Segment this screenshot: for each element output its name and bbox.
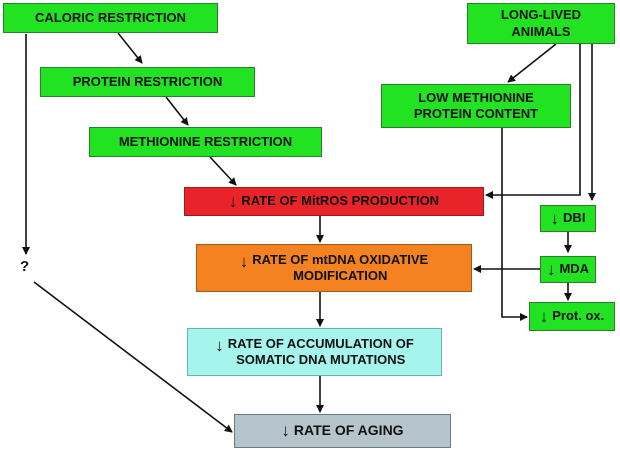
mitros-production-box: ↓ RATE OF MitROS PRODUCTION	[184, 187, 484, 216]
mtdna-label-line2: MODIFICATION	[293, 268, 388, 283]
arrow-longlived-to-lowmet	[507, 43, 557, 83]
mda-box: ↓ MDA	[540, 256, 596, 283]
somatic-mutations-text: RATE OF ACCUMULATION OF SOMATIC DNA MUTA…	[228, 336, 414, 369]
protein-restriction-box: PROTEIN RESTRICTION	[40, 67, 255, 97]
mtdna-oxidative-text: RATE OF mtDNA OXIDATIVE MODIFICATION	[252, 252, 428, 285]
mtdna-oxidative-box: ↓ RATE OF mtDNA OXIDATIVE MODIFICATION	[196, 244, 472, 292]
down-arrow-icon: ↓	[228, 191, 238, 211]
down-arrow-icon: ↓	[539, 306, 549, 326]
low-methionine-box: LOW METHIONINE PROTEIN CONTENT	[381, 84, 571, 128]
arrow-lowmet-to-protox	[501, 128, 528, 321]
mtdna-label-line1: RATE OF mtDNA OXIDATIVE	[252, 251, 429, 267]
somatic-label-line1: RATE OF ACCUMULATION OF	[227, 335, 414, 351]
rate-of-aging-box: ↓ RATE OF AGING	[234, 414, 451, 448]
arrow-caloric-to-protein	[117, 32, 143, 64]
mitros-production-label: RATE OF MitROS PRODUCTION	[241, 193, 440, 209]
long-lived-label-line2: ANIMALS	[511, 23, 571, 39]
rate-of-aging-label: RATE OF AGING	[293, 422, 404, 439]
methionine-restriction-label: METHIONINE RESTRICTION	[118, 133, 293, 149]
dbi-box: ↓ DBI	[540, 205, 596, 232]
methionine-restriction-box: METHIONINE RESTRICTION	[89, 127, 322, 157]
long-lived-animals-box: LONG-LIVED ANIMALS	[467, 3, 615, 44]
down-arrow-icon: ↓	[215, 336, 224, 355]
caloric-restriction-label: CALORIC RESTRICTION	[35, 9, 186, 25]
arrow-longlived-to-mitros	[485, 44, 581, 199]
down-arrow-icon: ↓	[550, 208, 560, 228]
low-methionine-label-line1: LOW METHIONINE	[418, 89, 534, 105]
dbi-label: DBI	[563, 210, 586, 226]
low-methionine-label-line2: PROTEIN CONTENT	[413, 106, 539, 121]
down-arrow-icon: ↓	[546, 259, 556, 279]
prot-ox-label: Prot. ox.	[552, 308, 605, 324]
prot-ox-box: ↓ Prot. ox.	[529, 302, 615, 331]
mda-label: MDA	[559, 261, 590, 277]
arrow-question-to-aging	[33, 281, 233, 433]
somatic-label-line2: SOMATIC DNA MUTATIONS	[236, 352, 406, 367]
somatic-mutations-box: ↓ RATE OF ACCUMULATION OF SOMATIC DNA MU…	[187, 328, 442, 376]
protein-restriction-label: PROTEIN RESTRICTION	[72, 73, 223, 89]
question-mark: ?	[20, 258, 30, 275]
long-lived-label-line1: LONG-LIVED	[500, 7, 582, 23]
down-arrow-icon: ↓	[281, 421, 290, 441]
caloric-restriction-box: CALORIC RESTRICTION	[3, 3, 218, 33]
arrow-methionine-to-mitros	[209, 156, 237, 186]
down-arrow-icon: ↓	[239, 252, 249, 271]
arrow-protein-to-methionine	[165, 96, 189, 126]
